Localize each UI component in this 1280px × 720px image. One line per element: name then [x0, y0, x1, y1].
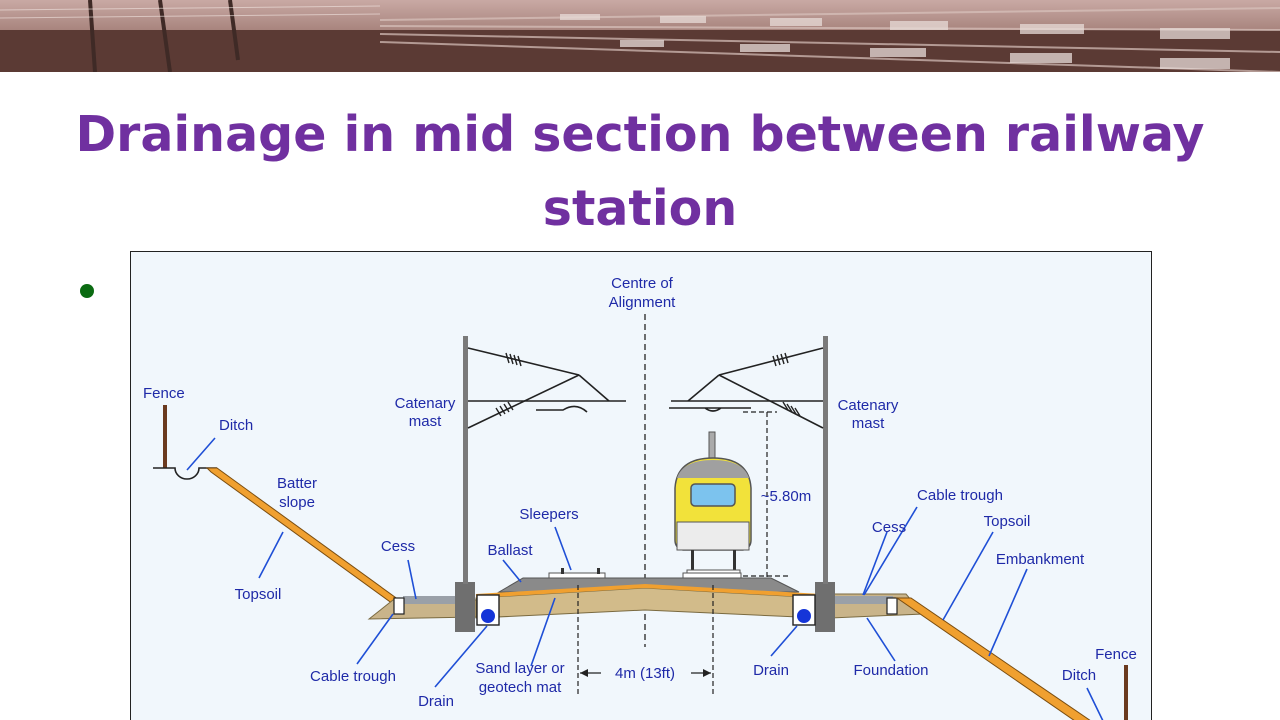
label-centre-of-alignment-2: Alignment: [609, 294, 677, 311]
label-cable-trough-left: Cable trough: [310, 668, 396, 685]
label-drain-right: Drain: [753, 662, 789, 679]
label-drain-left: Drain: [418, 693, 454, 710]
catenary-mast-left: [463, 336, 468, 584]
overhead-wire-right: [669, 347, 824, 429]
catenary-mast-left-base: [455, 582, 475, 632]
sleeper-left: [548, 572, 606, 579]
cable-trough-left: [393, 597, 405, 615]
label-centre-of-alignment-1: Centre of: [611, 275, 674, 292]
label-catenary-mast-left-1: Catenary: [395, 395, 456, 412]
label-spacing: 4m (13ft): [615, 665, 675, 682]
label-cess-left: Cess: [381, 538, 415, 555]
title-line-2: station: [542, 180, 738, 237]
label-topsoil-left: Topsoil: [235, 586, 282, 603]
slide-title: Drainage in mid section between railway …: [0, 98, 1280, 246]
drainage-cross-section-diagram: Centre of Alignment Fence Ditch Catenary…: [130, 251, 1152, 720]
label-sand-layer-1: Sand layer or: [475, 660, 564, 677]
catenary-mast-right-base: [815, 582, 835, 632]
drain-left: [481, 609, 495, 623]
label-cess-right: Cess: [872, 519, 906, 536]
drain-right: [797, 609, 811, 623]
label-height: ~5.80m: [761, 488, 811, 505]
label-catenary-mast-right-2: mast: [852, 415, 885, 432]
label-fence-left: Fence: [143, 385, 185, 402]
label-batter-slope-1: Batter: [277, 475, 317, 492]
cess-right: [833, 596, 893, 604]
label-sleepers: Sleepers: [519, 506, 578, 523]
label-embankment: Embankment: [996, 551, 1085, 568]
title-line-1: Drainage in mid section between railway: [75, 106, 1205, 163]
label-sand-layer-2: geotech mat: [479, 679, 562, 696]
embankment-top-line: [475, 583, 822, 598]
overhead-wire-left: [467, 347, 626, 429]
catenary-mast-right: [823, 336, 828, 584]
label-ditch-left: Ditch: [219, 417, 253, 434]
label-cable-trough-right: Cable trough: [917, 487, 1003, 504]
label-foundation: Foundation: [853, 662, 928, 679]
label-ballast: Ballast: [487, 542, 533, 559]
label-catenary-mast-right-1: Catenary: [838, 397, 899, 414]
header-banner-image: [0, 0, 1280, 72]
cable-trough-right: [886, 597, 898, 615]
label-topsoil-right: Topsoil: [984, 513, 1031, 530]
label-fence-right: Fence: [1095, 646, 1137, 663]
bullet-point: [80, 284, 94, 298]
ditch-left: [153, 467, 217, 480]
train-cross-section: [674, 431, 752, 575]
sleeper-right: [682, 572, 742, 579]
label-catenary-mast-left-2: mast: [409, 413, 442, 430]
label-batter-slope-2: slope: [279, 494, 315, 511]
label-ditch-right: Ditch: [1062, 667, 1096, 684]
cess-left: [403, 596, 457, 604]
embankment-slope-right: [895, 597, 1091, 720]
